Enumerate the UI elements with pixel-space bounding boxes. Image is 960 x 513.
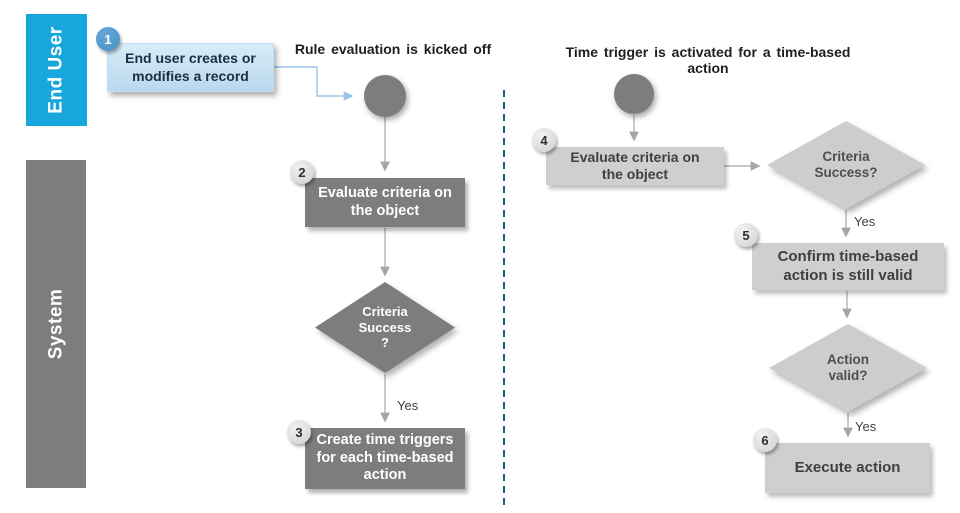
start-node-left <box>364 75 406 117</box>
step4-label: Evaluate criteria on the object <box>570 148 700 182</box>
step6-label: Execute action <box>794 458 901 476</box>
lane-system-label: System <box>45 288 67 360</box>
step-badge-3: 3 <box>287 420 311 444</box>
start-node-right <box>614 74 654 114</box>
step-badge-6: 6 <box>753 428 777 452</box>
header-time-trigger: Time trigger is activated for a time-bas… <box>565 44 851 76</box>
step5-confirm-action-valid: Confirm time-based action is still valid <box>752 243 944 290</box>
step4-evaluate-criteria: Evaluate criteria on the object <box>546 147 724 185</box>
step3-label: Create time triggers for each time-based… <box>316 431 454 484</box>
yes-label-right-1: Yes <box>854 214 876 229</box>
decision2-label: Criteria Success? <box>814 148 878 180</box>
decision3-label: Action valid? <box>827 351 869 383</box>
decision1-label: Criteria Success ? <box>358 303 412 351</box>
step6-execute-action: Execute action <box>765 443 930 493</box>
yes-label-left: Yes <box>397 398 419 413</box>
connector-step1-to-start <box>272 66 354 101</box>
lane-system: System <box>26 160 86 488</box>
header-rule-evaluation: Rule evaluation is kicked off <box>294 41 492 57</box>
decision3-action-valid: Action valid? <box>769 324 927 412</box>
step-badge-1: 1 <box>96 27 120 51</box>
lane-end-user: End User <box>26 14 87 126</box>
decision2-criteria-success: Criteria Success? <box>767 121 925 209</box>
yes-label-right-2: Yes <box>855 419 877 434</box>
step3-create-time-triggers: Create time triggers for each time-based… <box>305 428 465 489</box>
step1-end-user-creates-record: End user creates or modifies a record <box>107 43 274 92</box>
step-badge-2: 2 <box>290 160 314 184</box>
step1-label: End user creates or modifies a record <box>125 50 256 84</box>
step-badge-5: 5 <box>734 223 758 247</box>
lane-end-user-label: End User <box>45 26 67 114</box>
step2-evaluate-criteria: Evaluate criteria on the object <box>305 178 465 227</box>
step2-label: Evaluate criteria on the object <box>318 184 452 219</box>
step-badge-4: 4 <box>532 128 556 152</box>
step5-label: Confirm time-based action is still valid <box>777 248 919 284</box>
decision1-criteria-success: Criteria Success ? <box>315 282 455 373</box>
